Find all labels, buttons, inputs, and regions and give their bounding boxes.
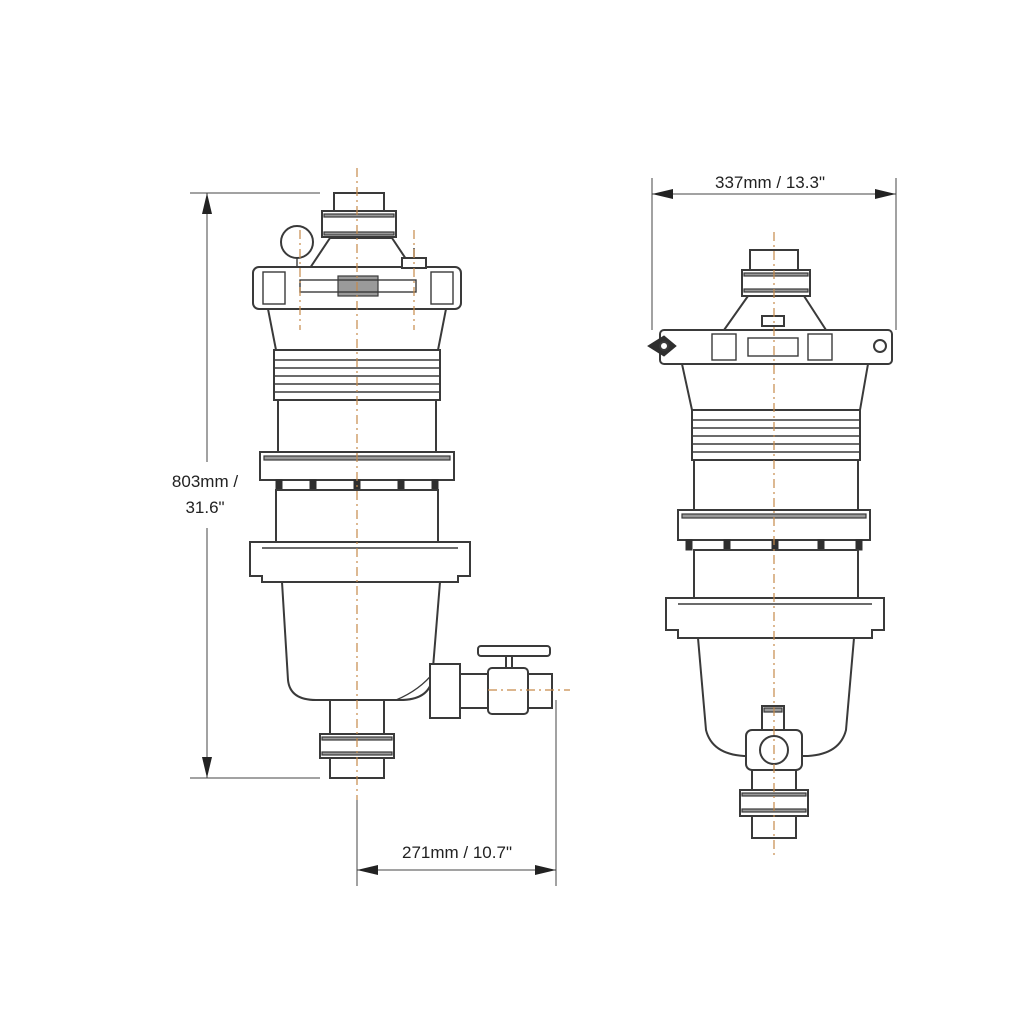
front-view [647, 232, 893, 856]
height-label-line2: 31.6" [185, 498, 224, 517]
side-view [249, 168, 570, 800]
front-width-dimension: 337mm / 13.3" [651, 173, 897, 330]
height-label-line1: 803mm / [172, 472, 238, 491]
pressure-gauge [280, 225, 314, 259]
height-dimension: 803mm / 31.6" [172, 192, 320, 779]
side-width-label: 271mm / 10.7" [402, 843, 512, 862]
front-width-label: 337mm / 13.3" [715, 173, 825, 192]
clamp-knob-right [873, 339, 887, 353]
side-width-dimension: 271mm / 10.7" [356, 700, 557, 886]
